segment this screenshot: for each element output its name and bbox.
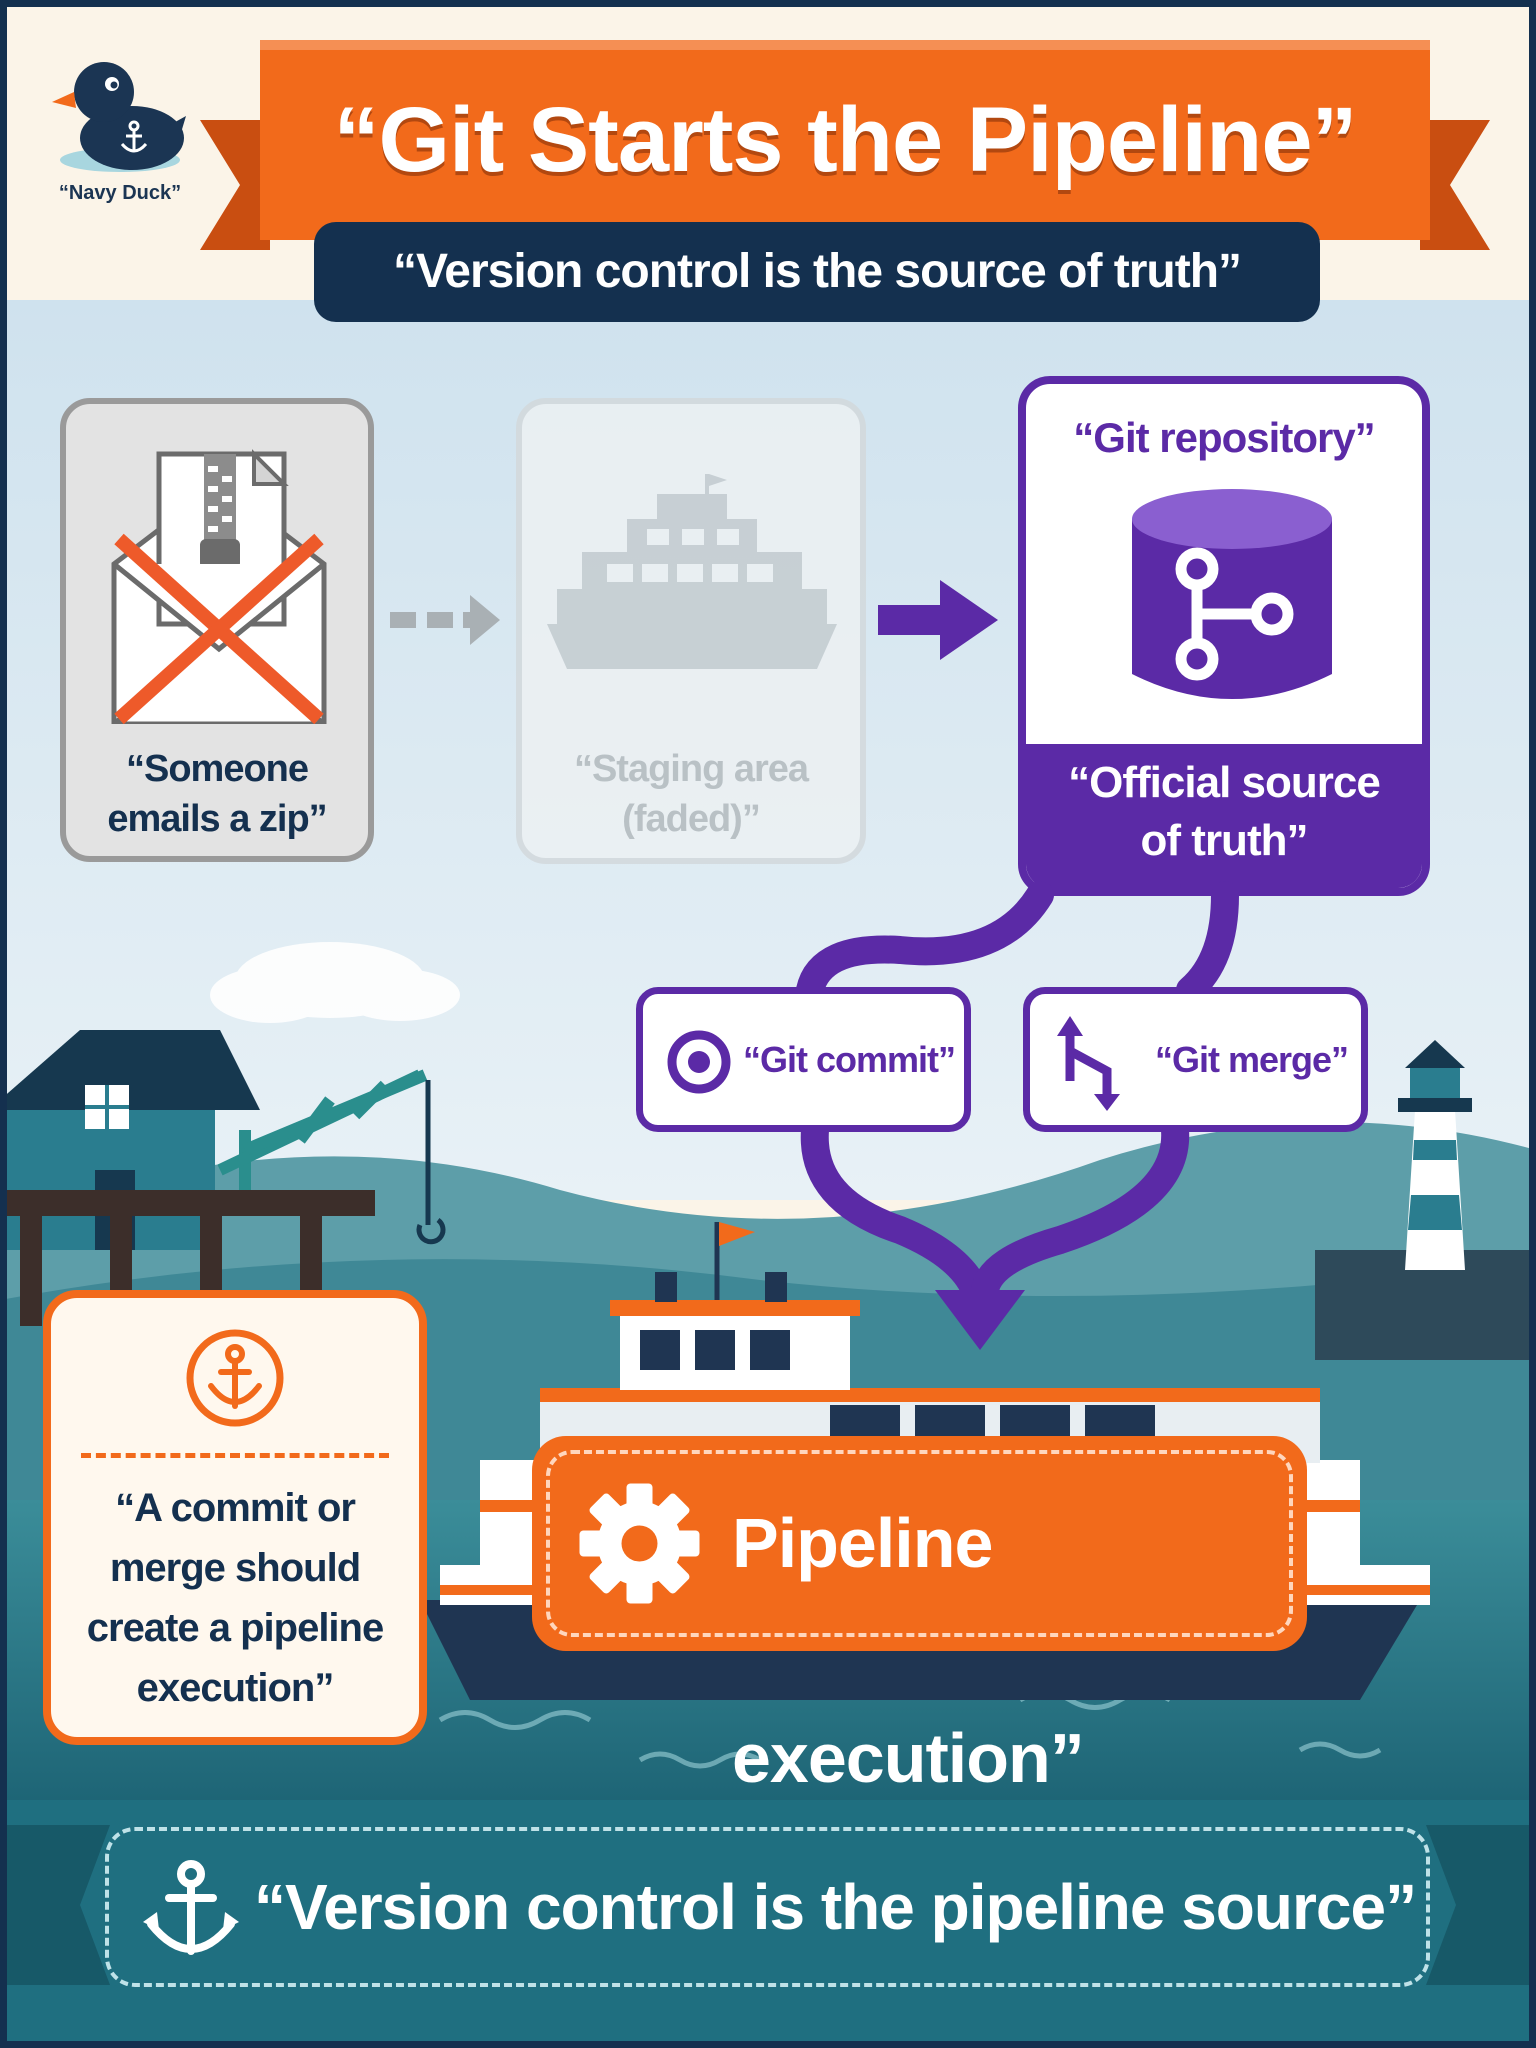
pipeline-banner-stitching xyxy=(546,1450,1293,1637)
crane xyxy=(217,1069,428,1190)
staging-label-line2: (faded)” xyxy=(622,798,761,840)
anchor-icon xyxy=(186,1329,284,1427)
repository-footer: “Official source of truth” xyxy=(1026,744,1422,888)
note-line1: “A commit or xyxy=(115,1486,356,1530)
footer-band xyxy=(0,1800,1536,2048)
dock-house xyxy=(0,1030,260,1250)
mascot-caption: “Navy Duck” xyxy=(58,182,182,204)
repository-footer-line1: “Official source xyxy=(1068,758,1381,807)
repository-footer-text: “Official source of truth” xyxy=(1026,754,1422,870)
crane-hook xyxy=(416,1080,446,1245)
footer-banner-text: “Version control is the pipeline source” xyxy=(254,1871,1417,1943)
staging-card: “Staging area (faded)” xyxy=(516,398,866,864)
note-card: “A commit or merge should create a pipel… xyxy=(43,1290,427,1745)
pipeline-execution-banner: Pipeline execution” xyxy=(532,1436,1307,1797)
crossed-zip-envelope-icon xyxy=(111,449,327,724)
note-line3: create a pipeline xyxy=(86,1606,384,1650)
commit-icon xyxy=(667,1030,731,1094)
page-title: “Git Starts the Pipeline” xyxy=(333,89,1358,191)
staging-label-line1: “Staging area xyxy=(573,748,809,790)
title-ribbon xyxy=(200,40,1490,250)
gear-icon xyxy=(579,1483,700,1604)
note-line2: merge should xyxy=(109,1546,361,1590)
zip-label-line2: emails a zip” xyxy=(107,798,327,840)
zip-label-line1: “Someone xyxy=(125,748,309,790)
footer-anchor-icon xyxy=(143,1860,239,1955)
repository-card: “Git repository” “Official source of tru… xyxy=(1018,376,1430,896)
footer-banner: “Version control is the pipeline source” xyxy=(105,1827,1430,1987)
zip-card-label: “Someone emails a zip” xyxy=(66,744,368,844)
git-commit-card: “Git commit” xyxy=(636,987,971,1132)
subtitle-banner: “Version control is the source of truth” xyxy=(314,222,1320,322)
git-commit-label: “Git commit” xyxy=(743,1039,956,1080)
footer-ribbon-right xyxy=(1426,1825,1536,1985)
footer-ribbon-left xyxy=(0,1825,110,1985)
zip-card: “Someone emails a zip” xyxy=(60,398,374,862)
repository-footer-line2: of truth” xyxy=(1140,816,1309,865)
merge-arrows-icon xyxy=(1057,1016,1120,1111)
staging-card-label: “Staging area (faded)” xyxy=(522,744,860,844)
note-text: “A commit or merge should create a pipel… xyxy=(51,1478,419,1718)
note-line4: execution” xyxy=(136,1666,335,1710)
git-database-icon xyxy=(1132,489,1332,699)
solid-arrow xyxy=(878,580,998,660)
faded-dashed-arrow xyxy=(390,595,500,645)
subtitle: “Version control is the source of truth” xyxy=(392,245,1242,298)
git-merge-card: “Git merge” xyxy=(1023,987,1368,1132)
git-merge-label: “Git merge” xyxy=(1155,1039,1349,1080)
ferry-icon xyxy=(547,474,837,669)
pipeline-execution-label: Pipeline execution” xyxy=(732,1504,1085,1797)
note-divider xyxy=(81,1453,389,1458)
repository-title: “Git repository” xyxy=(1073,414,1375,461)
duck-anchor-icon xyxy=(52,62,186,172)
lighthouse xyxy=(1315,1040,1536,1360)
mascot: “Navy Duck” xyxy=(40,30,200,220)
